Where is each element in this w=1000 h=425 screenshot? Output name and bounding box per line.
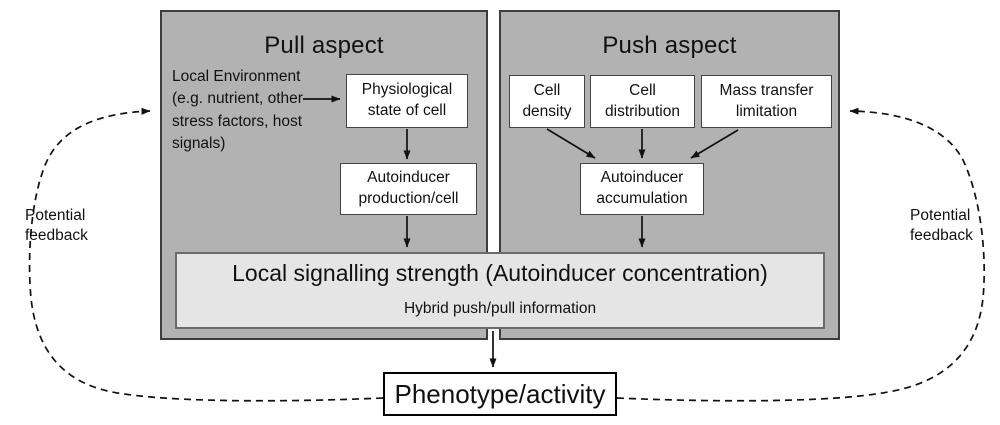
push-panel-title: Push aspect bbox=[602, 32, 737, 59]
autoinducer-accumulation-box: Autoinducer accumulation bbox=[580, 163, 704, 215]
pull-panel-title: Pull aspect bbox=[264, 32, 384, 59]
phenotype-activity-box: Phenotype/activity bbox=[383, 372, 617, 416]
mass-transfer-limitation-box: Mass transfer limitation bbox=[701, 75, 832, 128]
local-environment-note: Local Environment (e.g. nutrient, other … bbox=[172, 68, 303, 153]
banner-title: Local signalling strength (Autoinducer c… bbox=[232, 260, 768, 286]
potential-feedback-label-right: Potential feedback bbox=[910, 207, 973, 245]
physiological-state-box: Physiological state of cell bbox=[346, 74, 468, 128]
autoinducer-production-box: Autoinducer production/cell bbox=[340, 163, 477, 215]
local-signalling-strength-banner: Local signalling strength (Autoinducer c… bbox=[175, 252, 825, 329]
cell-density-box: Cell density bbox=[509, 75, 585, 128]
banner-subtitle: Hybrid push/pull information bbox=[403, 300, 597, 317]
potential-feedback-label-left: Potential feedback bbox=[25, 207, 88, 245]
cell-distribution-box: Cell distribution bbox=[590, 75, 695, 128]
